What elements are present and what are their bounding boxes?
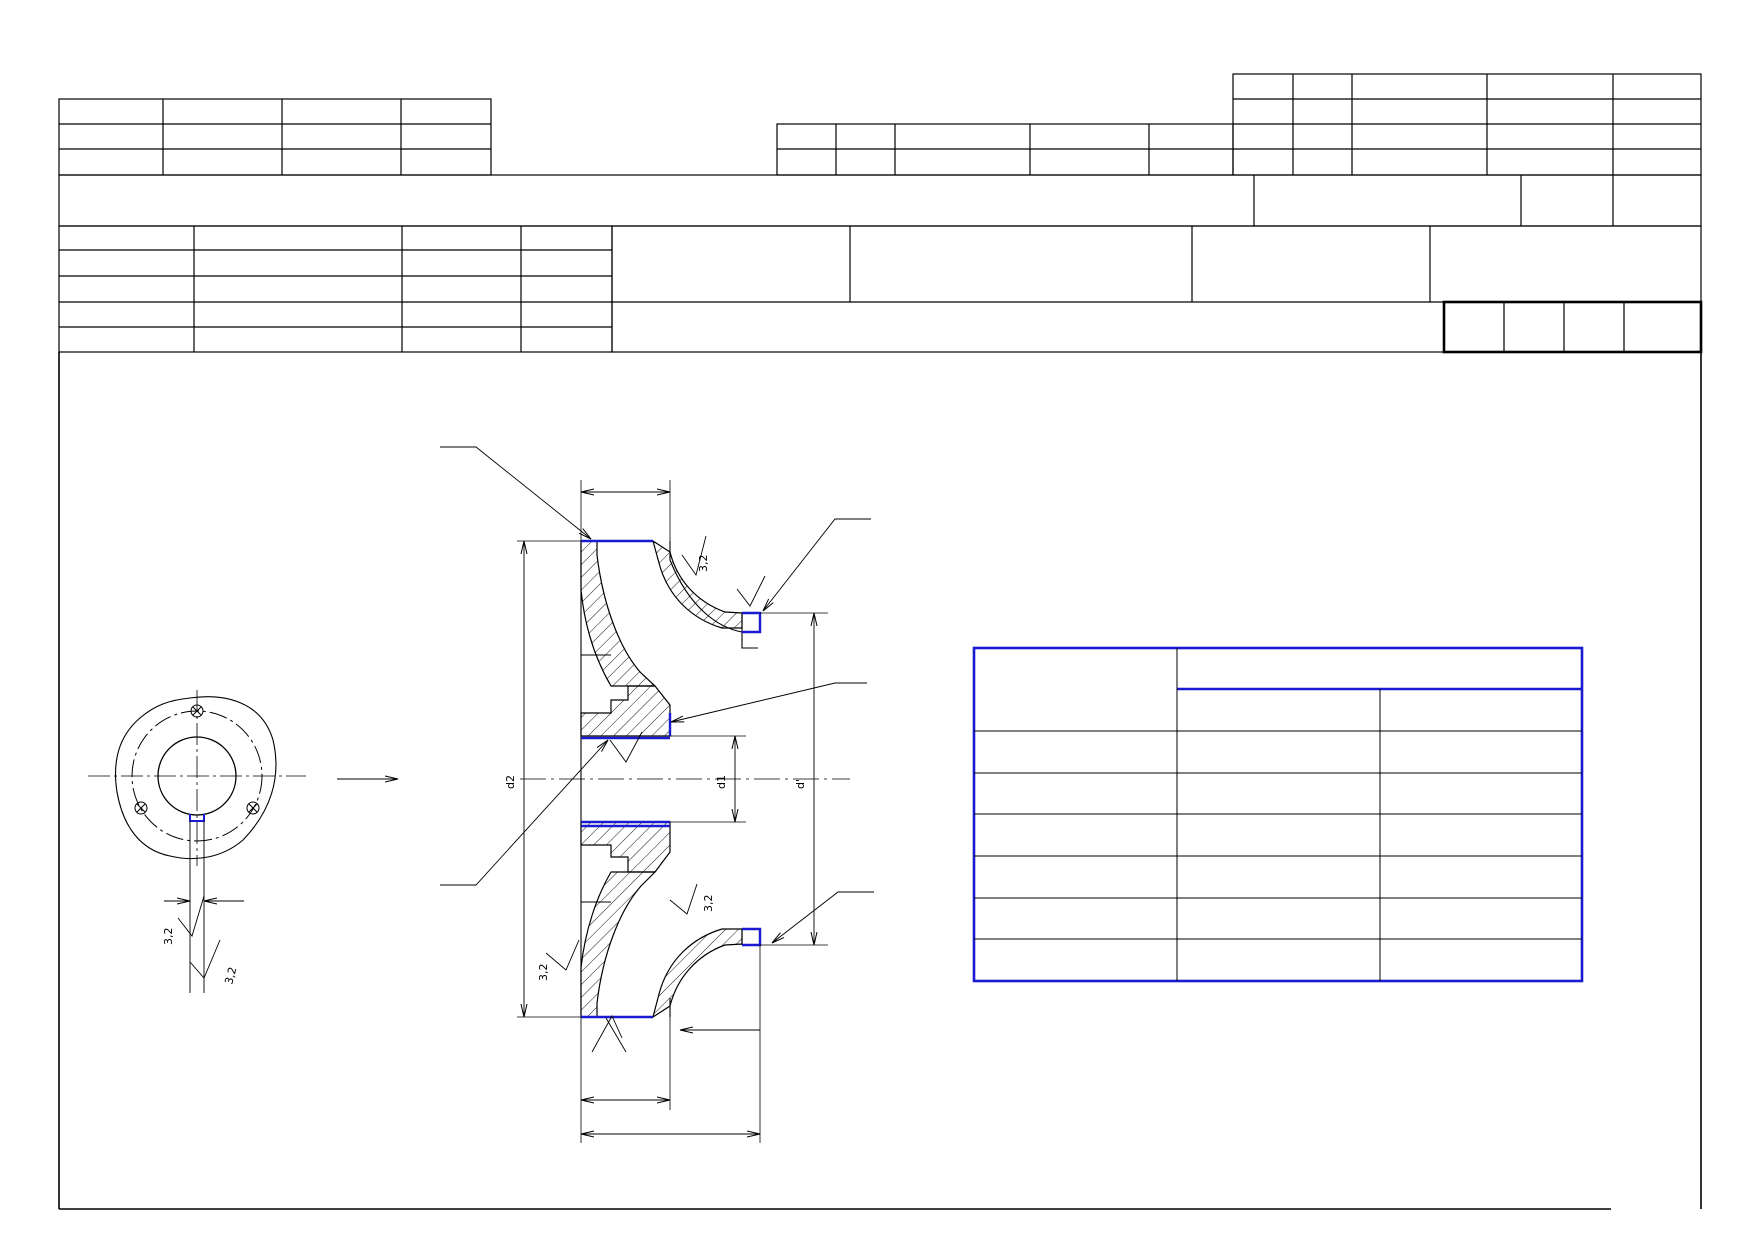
roughness-label: 3,2	[697, 555, 710, 573]
roughness-label: 3,2	[537, 964, 550, 982]
flange-centerlines	[88, 690, 306, 866]
leader-lines	[440, 446, 874, 943]
keyway-dimension	[164, 821, 244, 993]
roughness-symbol	[177, 895, 205, 937]
title-block-sheet-boxes	[1442, 300, 1703, 354]
title-block-name-row	[58, 174, 1702, 227]
roughness-symbol	[189, 939, 221, 979]
dimension-label-d1: d1	[715, 775, 728, 789]
upper-back-shroud	[580, 540, 657, 687]
title-block-middle-table	[776, 123, 1234, 176]
upper-hub	[580, 685, 671, 737]
dimension-lines	[524, 492, 814, 1134]
dimension-label-d2: d2	[504, 775, 517, 789]
flange-end-view	[88, 690, 398, 993]
title-block-left-table	[58, 98, 492, 176]
bolt-hole	[134, 801, 148, 815]
lower-hub	[580, 821, 671, 873]
lower-back-shroud	[580, 871, 657, 1018]
flange-outline	[115, 696, 277, 860]
title-block	[58, 73, 1703, 354]
title-block-lower-right	[611, 225, 1702, 353]
drawing-frame	[58, 352, 1702, 1210]
dimension-label-dprime: d'	[794, 779, 807, 789]
title-block-lower-left-grid	[58, 225, 613, 353]
impeller-section-view	[440, 446, 874, 1143]
data-table	[972, 646, 1584, 983]
title-block-right-upper-table	[1232, 73, 1702, 176]
keyway	[189, 814, 205, 822]
roughness-label: 3,2	[162, 928, 175, 946]
lower-front-shroud	[652, 928, 743, 1019]
bolt-hole	[246, 801, 260, 815]
upper-front-shroud	[652, 539, 743, 629]
roughness-label: 3,2	[222, 966, 239, 986]
roughness-label: 3,2	[702, 895, 715, 913]
machined-surfaces	[581, 539, 762, 1019]
roughness-symbols-section	[545, 535, 766, 1053]
